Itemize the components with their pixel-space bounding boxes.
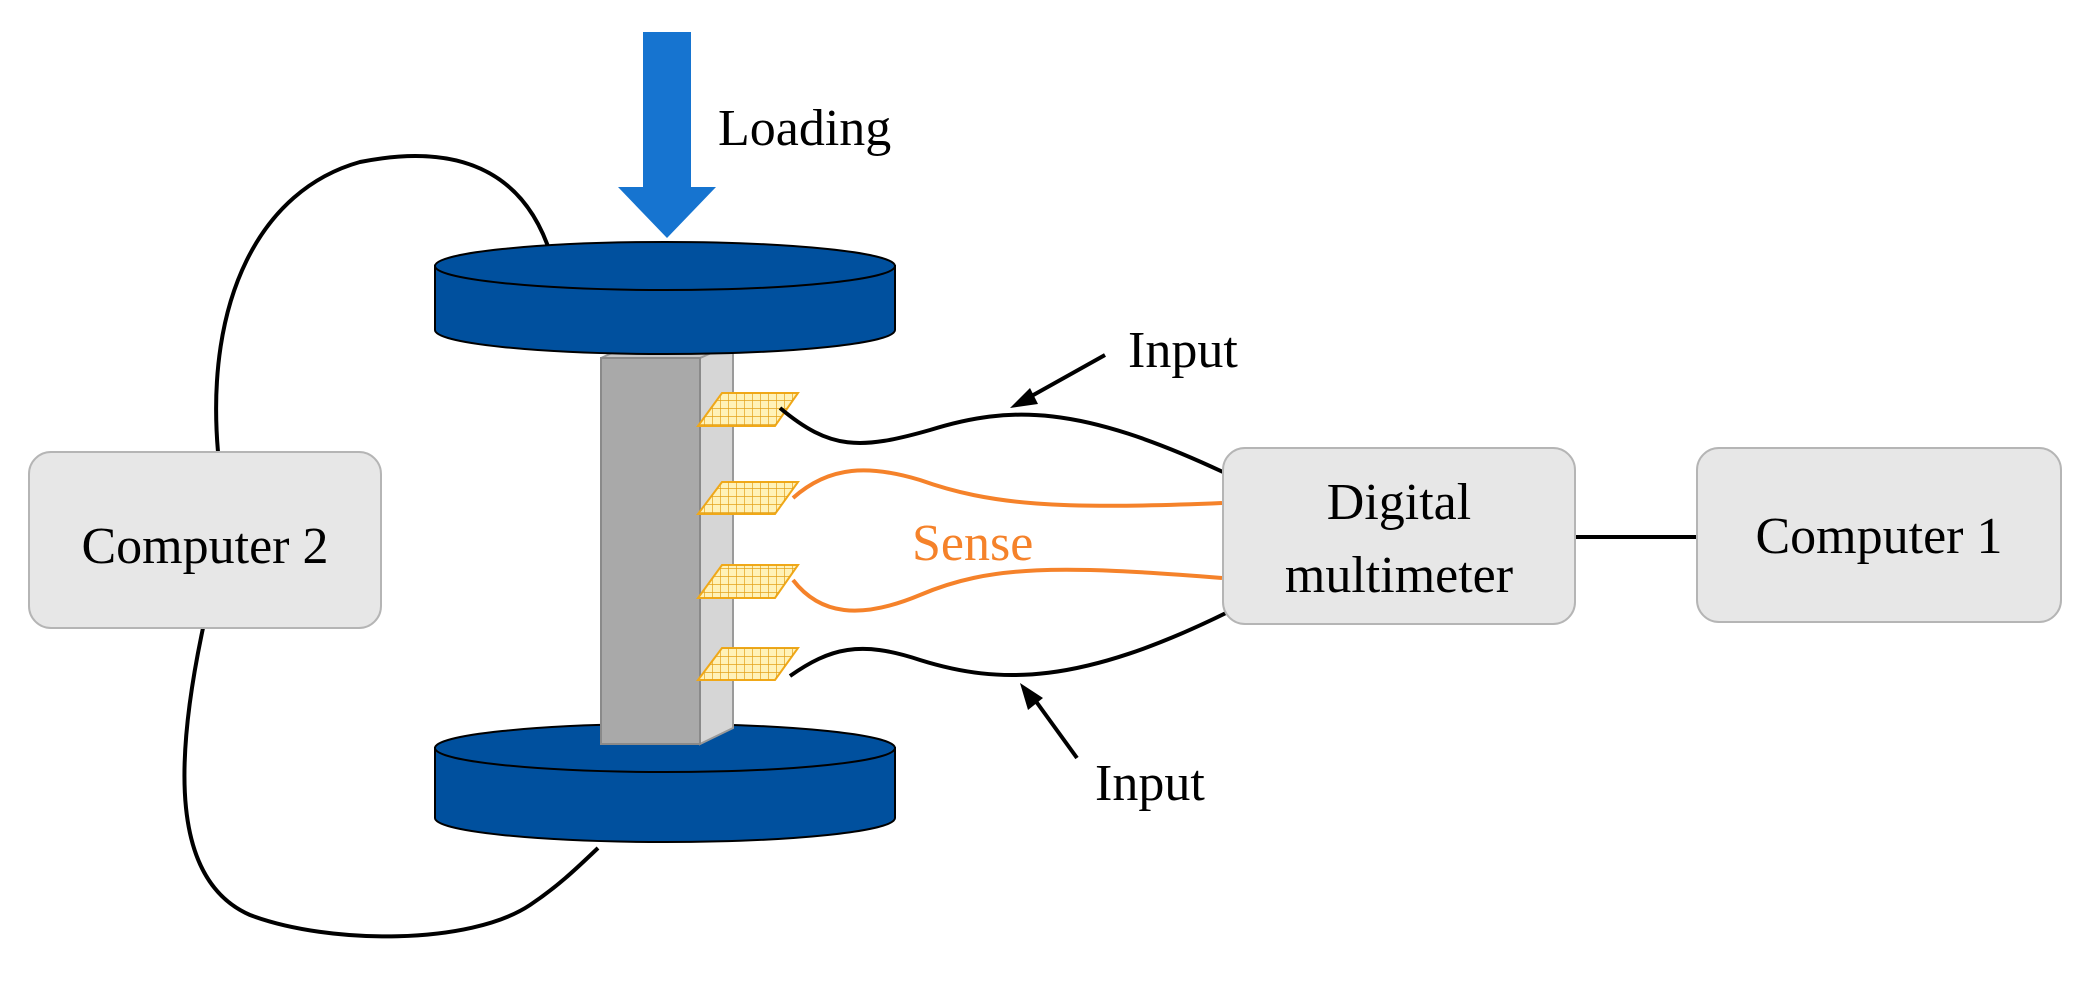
specimen	[600, 341, 734, 746]
computer-2-box: Computer 2	[28, 451, 382, 629]
input-arrow-top	[1010, 353, 1106, 408]
sense-label: Sense	[912, 515, 1033, 572]
digital-multimeter-label-line1: Digital	[1327, 474, 1471, 531]
arrow-down-icon	[618, 32, 716, 238]
strain-gauge-icon	[696, 481, 800, 515]
strain-gauge-icon	[696, 564, 800, 599]
sense-wire-bottom	[791, 567, 1223, 613]
strain-gauge-icon	[696, 392, 800, 427]
computer-2-label: Computer 2	[82, 518, 329, 575]
computer2-top-wire	[214, 154, 555, 453]
input-wire-bottom	[788, 610, 1229, 678]
sense-wire-top	[791, 468, 1223, 508]
input-wire-top	[778, 406, 1224, 474]
computer-1-box: Computer 1	[1696, 447, 2062, 623]
computer-1-label: Computer 1	[1756, 508, 2003, 565]
strain-gauge-icon	[696, 647, 800, 681]
top-platen	[434, 241, 896, 355]
digital-multimeter-box: Digital multimeter	[1222, 447, 1576, 625]
input-label-bottom: Input	[1095, 755, 1205, 812]
loading-label: Loading	[718, 100, 891, 157]
input-arrow-bottom	[1020, 683, 1079, 760]
input-label-top: Input	[1128, 322, 1238, 379]
computer2-bottom-wire	[182, 627, 600, 939]
bottom-platen	[434, 723, 896, 843]
digital-multimeter-label-line2: multimeter	[1285, 547, 1513, 604]
